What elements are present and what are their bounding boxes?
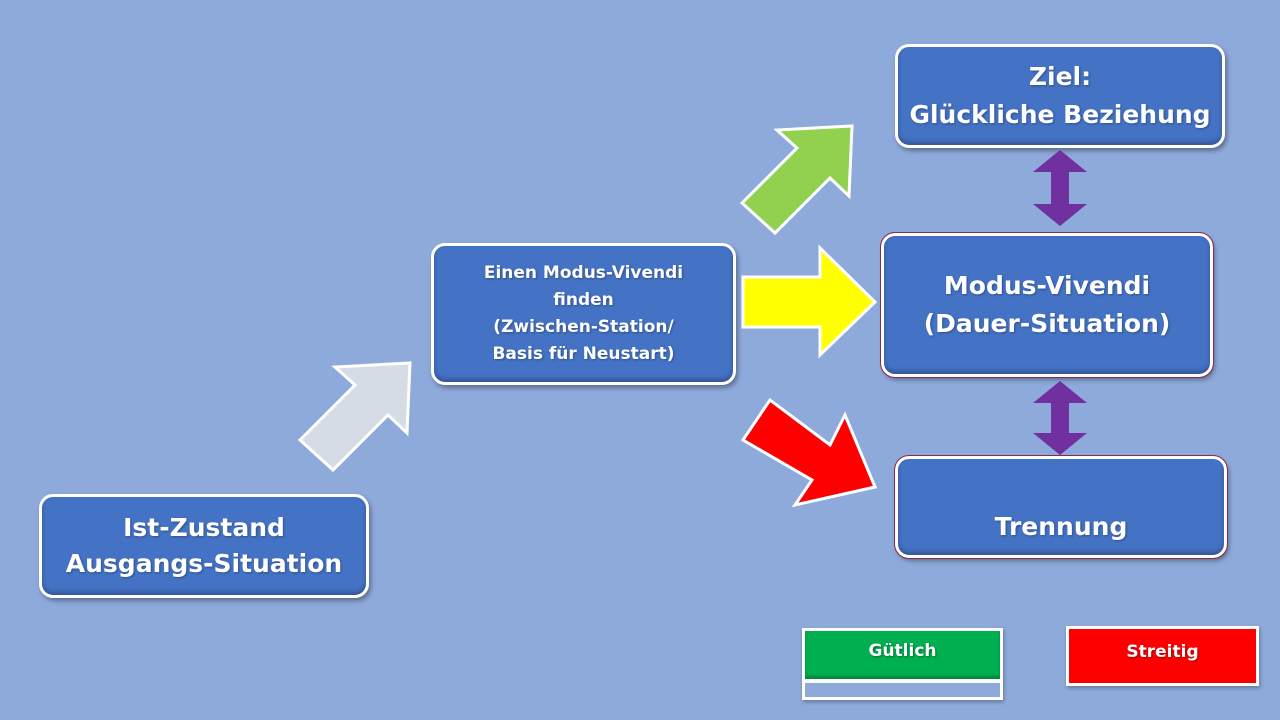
legend-streitig-label: Streitig — [1126, 642, 1199, 662]
modus-vivendi-box: Modus-Vivendi (Dauer-Situation) — [880, 232, 1214, 378]
yellow-arrow-icon — [741, 244, 878, 359]
trennung-label: Trennung — [994, 512, 1128, 541]
legend-streitig: Streitig — [1066, 626, 1259, 686]
legend-guetlich: Gütlich — [802, 628, 1003, 700]
legend-guetlich-label: Gütlich — [868, 641, 937, 661]
modus-vivendi-line1: Modus-Vivendi — [943, 271, 1151, 300]
ziel-line2: Glückliche Beziehung — [909, 100, 1211, 129]
zwischen-line2: finden — [553, 290, 614, 310]
zwischen-line4: Basis für Neustart) — [492, 344, 675, 364]
ist-zustand-line2: Ausgangs-Situation — [65, 549, 343, 578]
modus-vivendi-line2: (Dauer-Situation) — [923, 309, 1171, 338]
trennung-box: Trennung — [894, 455, 1228, 559]
zwischen-line3: (Zwischen-Station/ — [493, 317, 674, 337]
double-arrow-bottom-icon — [1033, 381, 1087, 455]
double-arrow-top-icon — [1033, 150, 1087, 226]
zwischen-station-box: Einen Modus-Vivendi finden (Zwischen-Sta… — [431, 243, 736, 385]
step-up-arrow-icon — [297, 361, 412, 473]
ist-zustand-box: Ist-Zustand Ausgangs-Situation — [39, 494, 369, 598]
ziel-box: Ziel: Glückliche Beziehung — [895, 44, 1225, 148]
legend-guetlich-swatch: Gütlich — [805, 631, 1000, 683]
zwischen-line1: Einen Modus-Vivendi — [483, 263, 684, 283]
ziel-line1: Ziel: — [1028, 62, 1092, 91]
green-arrow-icon — [739, 124, 854, 236]
ist-zustand-line1: Ist-Zustand — [123, 513, 285, 542]
red-arrow-icon — [740, 397, 878, 508]
